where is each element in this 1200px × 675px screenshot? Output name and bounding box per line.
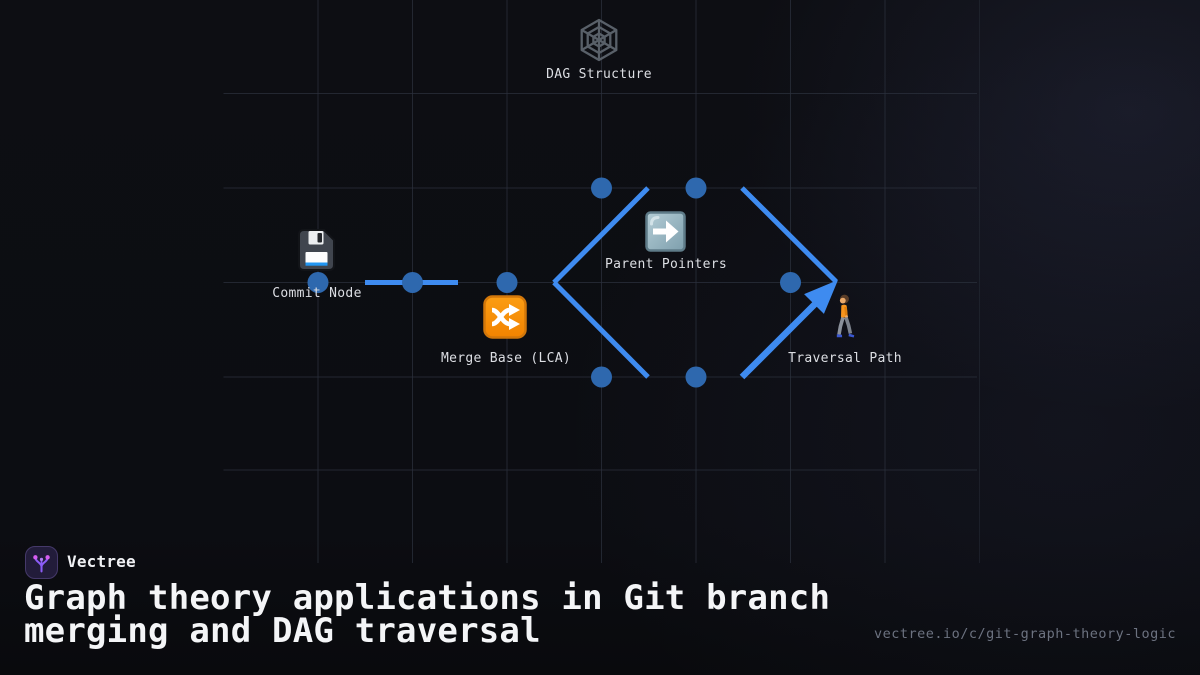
title-line-1: Graph theory applications in Git branch: [24, 578, 831, 618]
edge-diamond-bottom-left: [552, 280, 650, 379]
vectree-logo: [25, 546, 58, 579]
edge-diamond-top-right: [740, 186, 838, 284]
content-url: vectree.io/c/git-graph-theory-logic: [874, 626, 1176, 642]
merge-base-label: Merge Base (LCA): [440, 351, 572, 366]
dag-structure-label: DAG Structure: [546, 67, 652, 82]
node-dot: [591, 366, 612, 388]
node-dot: [685, 177, 707, 199]
brand-name: Vectree: [67, 552, 136, 571]
node-dot: [591, 177, 612, 199]
floppy-disk-icon: [296, 228, 338, 276]
traversal-arrow-head: [804, 280, 838, 314]
edge-diamond-top-left: [552, 186, 650, 285]
spider-web-icon: [577, 18, 621, 66]
vectree-logo-icon: [33, 555, 50, 573]
background-grid: [223, 0, 980, 563]
parent-pointers-label: Parent Pointers: [605, 257, 727, 272]
right-arrow-icon: [645, 211, 686, 256]
node-dot: [685, 366, 707, 388]
node-dot: [307, 272, 329, 293]
node-dot: [496, 272, 518, 293]
page-title: Graph theory applications in Git branch …: [24, 578, 831, 651]
commit-node-label: Commit Node: [272, 286, 362, 301]
node-dot: [402, 272, 423, 293]
traversal-path-label: Traversal Path: [788, 351, 902, 366]
person-walking-icon: [833, 293, 856, 347]
node-dot: [780, 272, 801, 293]
title-line-2: merging and DAG traversal: [24, 611, 541, 651]
traversal-arrow-shaft: [739, 298, 821, 380]
shuffle-icon: [483, 295, 527, 343]
graph-node-dots: [307, 177, 801, 388]
